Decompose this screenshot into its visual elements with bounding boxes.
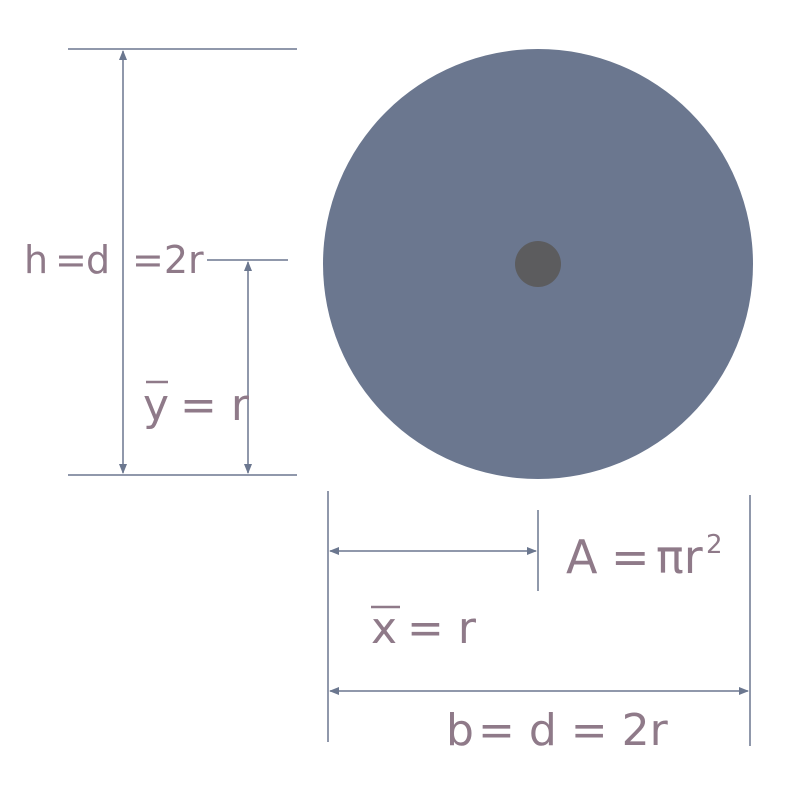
base-label-b: b: [446, 705, 474, 756]
ybar-label-y: y: [143, 380, 169, 431]
area-label-pi-r: πr: [656, 530, 703, 584]
area-label-A: A: [566, 530, 598, 584]
height-label-h: h: [24, 238, 48, 282]
xbar-label-x: x: [371, 603, 397, 654]
area-label-eq: =: [611, 530, 650, 584]
xbar-label-eq-r: = r: [407, 603, 477, 654]
height-label-d: d: [86, 238, 110, 282]
area-label-exponent: 2: [706, 530, 723, 560]
height-label-2r: =2r: [132, 238, 204, 282]
ybar-label-eq-r: = r: [180, 380, 250, 431]
base-label-eq: = d = 2r: [478, 705, 669, 756]
height-label-eq: =: [55, 238, 87, 282]
centroid-dot: [515, 241, 561, 287]
